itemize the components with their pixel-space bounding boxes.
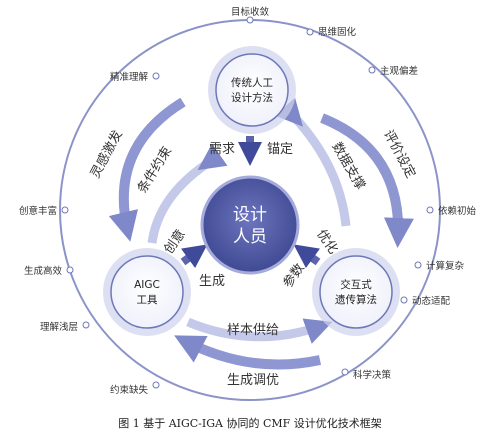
optimize-arrow xyxy=(293,244,321,269)
node-left xyxy=(110,255,184,329)
node-top xyxy=(215,53,289,127)
node-top-line2: 设计方法 xyxy=(231,91,273,104)
outer-label-5: 计算复杂 xyxy=(426,260,465,272)
outer-dots xyxy=(61,16,434,389)
label-demand: 需求 xyxy=(209,142,235,157)
label-params: 参数 xyxy=(280,260,308,290)
label-sample-supply: 样本供给 xyxy=(227,323,279,338)
outer-label-3: 主观偏差 xyxy=(380,65,418,77)
center-node xyxy=(200,175,300,275)
node-left-line1: AIGC xyxy=(134,279,160,291)
condition-arrow xyxy=(147,143,228,244)
generate-tune-arrow xyxy=(174,335,322,370)
node-right xyxy=(319,255,393,329)
node-top-line1: 传统人工 xyxy=(231,76,273,89)
outer-label-4: 依赖初始 xyxy=(438,205,477,217)
inspiration-arrow xyxy=(108,97,186,242)
outer-label-11: 创意丰富 xyxy=(19,205,57,217)
label-generate-tune: 生成调优 xyxy=(227,373,279,388)
node-left-line2: 工具 xyxy=(137,294,158,306)
label-anchor: 锚定 xyxy=(267,142,293,157)
label-generate: 生成 xyxy=(199,274,225,289)
outer-label-8: 约束缺失 xyxy=(110,384,149,396)
figure-caption: 图 1 基于 AIGC-IGA 协同的 CMF 设计优化技术框架 xyxy=(118,417,382,430)
node-right-line1: 交互式 xyxy=(340,278,372,291)
label-optimize: 优化 xyxy=(313,227,340,257)
center-line2: 人员 xyxy=(233,227,267,247)
outer-label-10: 生成高效 xyxy=(24,265,63,277)
create-arrow xyxy=(180,244,208,269)
node-right-line2: 遗传算法 xyxy=(335,293,377,306)
outer-label-1: 目标收敛 xyxy=(231,6,270,18)
center-line1: 设计 xyxy=(233,205,267,225)
evaluate-arrow xyxy=(320,113,414,248)
outer-label-6: 动态适配 xyxy=(412,295,451,307)
outer-label-12: 精准理解 xyxy=(110,71,149,83)
outer-label-2: 思维固化 xyxy=(318,26,357,38)
label-inspiration: 灵感激发 xyxy=(87,127,126,180)
data-support-arrow xyxy=(274,97,351,227)
outer-label-9: 理解浅层 xyxy=(40,321,78,333)
sample-supply-arrow xyxy=(186,317,333,344)
outer-label-7: 科学决策 xyxy=(353,369,392,381)
